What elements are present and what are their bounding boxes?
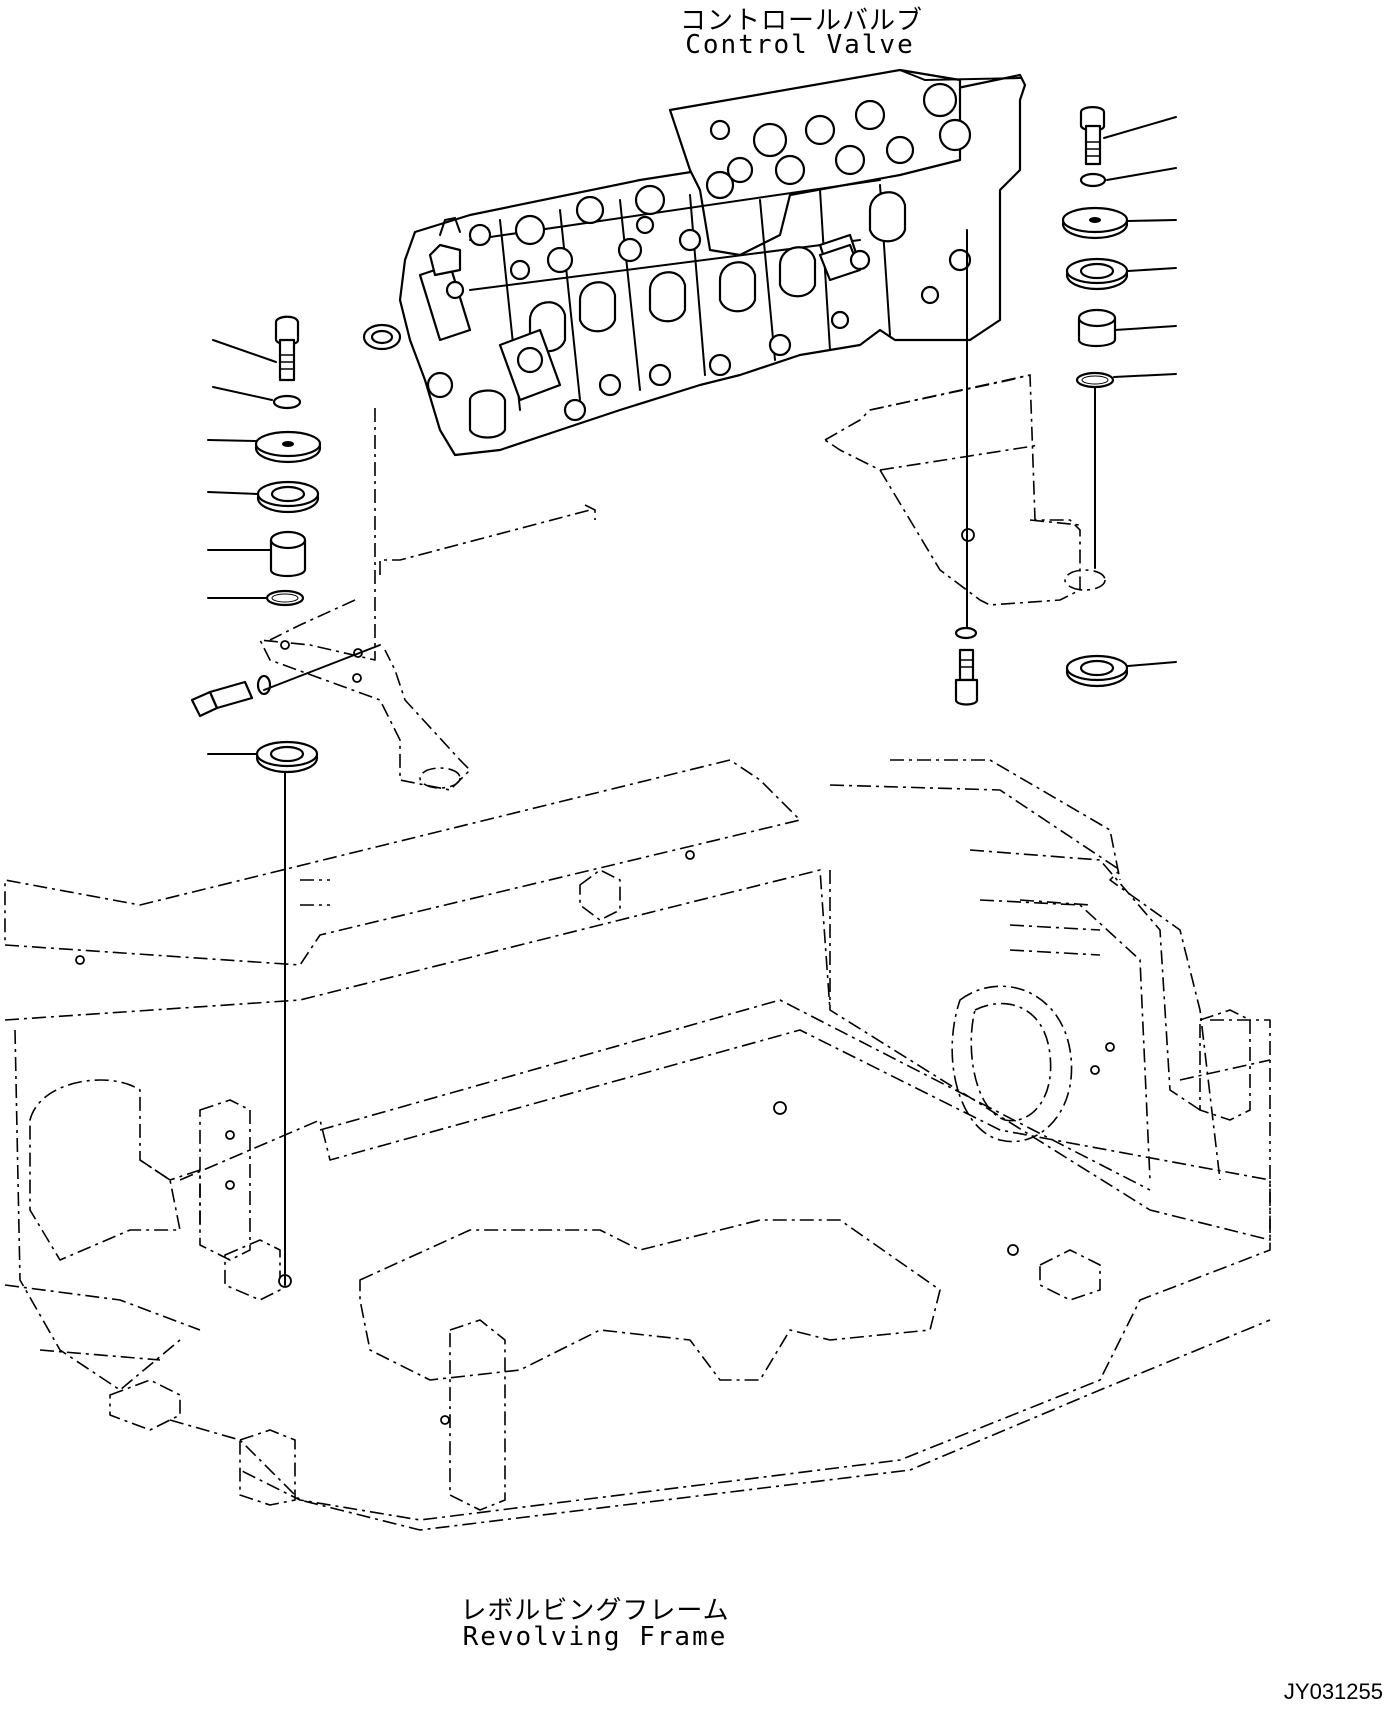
control-valve-drawing [362,68,1027,457]
right-bracket-drawing [824,374,1106,606]
right-washer [1079,172,1107,188]
center-bolt [954,229,979,706]
left-washer [272,394,302,410]
right-cushion [1065,257,1129,291]
left-collar [269,530,307,578]
revolving-frame-drawing [4,759,1271,1531]
right-lower-cushion [1065,654,1129,688]
left-cushion [256,480,320,514]
left-hardware-stack [190,315,381,1286]
left-lower-cushion [255,740,319,774]
control-valve-label-en: Control Valve [685,30,915,60]
right-collar [1077,308,1117,348]
left-bolt [274,315,300,382]
control-valve-label-jp: コントロールバルブ [680,6,924,36]
right-hardware-stack [1061,106,1177,688]
right-plate [1061,206,1129,240]
left-plate [254,430,322,464]
left-side-bolt [190,674,272,718]
drawing-id: JY031255 [1283,1679,1383,1704]
revolving-frame-label-en: Revolving Frame [462,1622,728,1652]
revolving-frame-label-jp: レボルビングフレーム [460,1596,730,1626]
right-bolt [1079,106,1106,166]
left-bracket-drawing [259,408,596,791]
